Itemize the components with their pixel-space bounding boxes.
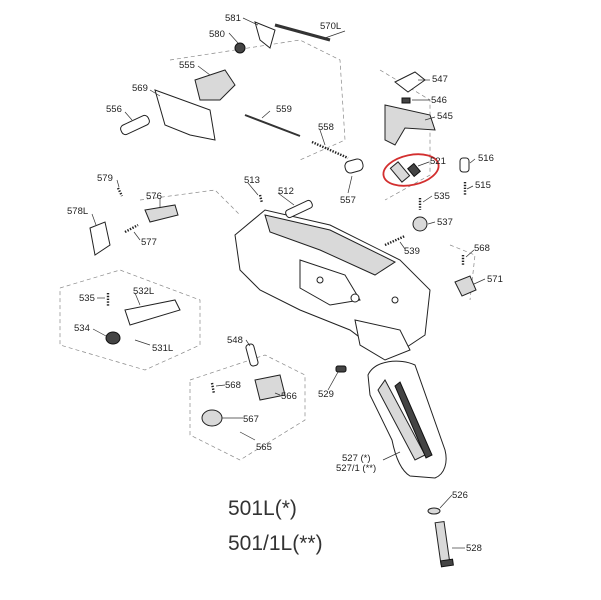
label-556: 556 bbox=[106, 104, 122, 115]
part-570L bbox=[274, 23, 331, 42]
part-581 bbox=[254, 21, 276, 49]
label-581: 581 bbox=[225, 13, 241, 24]
lower-receiver bbox=[234, 209, 431, 361]
leader-lines bbox=[91, 17, 486, 549]
label-579: 579 bbox=[97, 173, 113, 184]
grip-screw bbox=[427, 507, 454, 568]
label-571: 571 bbox=[487, 274, 503, 285]
label-516: 516 bbox=[478, 153, 494, 164]
label-537: 537 bbox=[437, 217, 453, 228]
label-548: 548 bbox=[227, 335, 243, 346]
part-578L bbox=[89, 221, 111, 256]
label-521: 521 bbox=[430, 156, 446, 167]
part-576 bbox=[144, 204, 179, 223]
label-570L: 570L bbox=[320, 21, 341, 32]
label-527-1: 527/1 (**) bbox=[336, 463, 376, 474]
label-546: 546 bbox=[431, 95, 447, 106]
assembly-box-565 bbox=[189, 354, 306, 461]
label-528: 528 bbox=[466, 543, 482, 554]
label-569: 569 bbox=[132, 83, 148, 94]
part-580 bbox=[234, 42, 246, 54]
model-line-501-1L: 501/1L(**) bbox=[228, 532, 323, 555]
part-556-pin bbox=[120, 114, 150, 136]
part-539-spring bbox=[384, 234, 406, 247]
part-529 bbox=[335, 365, 347, 373]
part-516-pin bbox=[459, 157, 470, 173]
part-568-b bbox=[210, 382, 216, 395]
label-529: 529 bbox=[318, 389, 334, 400]
part-532L bbox=[124, 299, 181, 326]
label-513: 513 bbox=[244, 175, 260, 186]
label-534: 534 bbox=[74, 323, 90, 334]
label-547: 547 bbox=[432, 74, 448, 85]
part-512-pin bbox=[285, 199, 313, 219]
part-548-pin bbox=[245, 343, 259, 367]
label-559: 559 bbox=[276, 104, 292, 115]
label-557: 557 bbox=[340, 195, 356, 206]
label-568-box: 568 bbox=[225, 380, 241, 391]
part-513 bbox=[258, 194, 264, 204]
part-557-plunger bbox=[344, 158, 364, 174]
part-labels: 581 580 570L 555 569 556 559 547 546 545… bbox=[67, 13, 503, 554]
assembly-lines-left bbox=[139, 189, 241, 216]
label-567: 567 bbox=[243, 414, 259, 425]
label-527: 527 (*) bbox=[342, 453, 371, 464]
label-580: 580 bbox=[209, 29, 225, 40]
trigger-assembly bbox=[384, 71, 436, 146]
label-532L: 532L bbox=[133, 286, 154, 297]
label-515: 515 bbox=[475, 180, 491, 191]
part-571 bbox=[454, 275, 477, 297]
part-579 bbox=[116, 187, 124, 197]
part-559-rod bbox=[244, 114, 301, 137]
part-521-highlighted bbox=[382, 153, 440, 187]
label-512: 512 bbox=[278, 186, 294, 197]
part-569-plate bbox=[154, 89, 216, 141]
part-558-spring bbox=[311, 140, 349, 160]
label-545: 545 bbox=[437, 111, 453, 122]
label-558: 558 bbox=[318, 122, 334, 133]
label-576: 576 bbox=[146, 191, 162, 202]
label-531L: 531L bbox=[152, 343, 173, 354]
part-577-spring bbox=[124, 223, 139, 234]
label-568-top: 568 bbox=[474, 243, 490, 254]
label-535-top: 535 bbox=[434, 191, 450, 202]
label-555: 555 bbox=[179, 60, 195, 71]
label-566: 566 bbox=[281, 391, 297, 402]
part-555 bbox=[194, 69, 236, 101]
label-526: 526 bbox=[452, 490, 468, 501]
label-578L: 578L bbox=[67, 206, 88, 217]
pistol-grip bbox=[367, 360, 447, 479]
assembly-lines-top bbox=[169, 39, 346, 161]
label-539: 539 bbox=[404, 246, 420, 257]
label-577: 577 bbox=[141, 237, 157, 248]
label-535-box: 535 bbox=[79, 293, 95, 304]
part-567 bbox=[201, 409, 223, 427]
part-534 bbox=[105, 331, 121, 345]
part-537 bbox=[412, 216, 428, 232]
model-line-501L: 501L(*) bbox=[228, 497, 297, 520]
label-565: 565 bbox=[256, 442, 272, 453]
